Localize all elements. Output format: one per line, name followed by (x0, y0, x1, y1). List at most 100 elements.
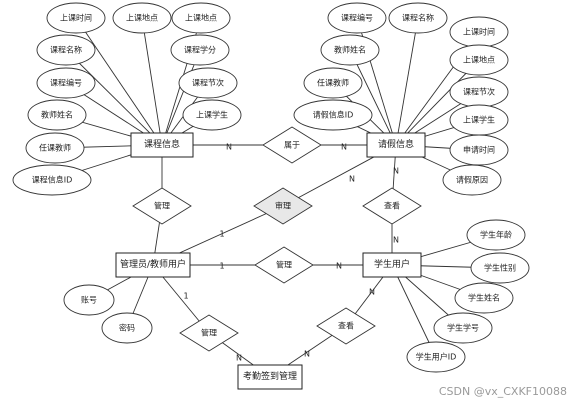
relationship-approve (253, 187, 313, 225)
cardinality-approve-leave: N (349, 175, 355, 184)
student-attribute-label: 学生姓名 (468, 293, 500, 303)
admin-attribute-label: 账号 (81, 296, 97, 305)
course-attr-link (75, 17, 163, 146)
relationship-view-attendance (316, 307, 376, 345)
course-attribute-oval (112, 2, 172, 34)
course-attribute-oval (12, 164, 92, 196)
course-attribute-label: 教师姓名 (41, 110, 73, 120)
relationship-label: 审理 (275, 201, 291, 211)
leave-attribute-label: 上课学生 (463, 115, 495, 125)
admin-attribute-oval (63, 284, 115, 316)
leave-attribute-oval (388, 2, 448, 34)
course-attribute-label: 上课地点 (185, 13, 217, 23)
entity-label: 管理员/教师用户 (120, 258, 186, 270)
watermark: CSDN @vx_CXKF10088 (438, 385, 567, 398)
entity-label: 考勤签到管理 (243, 370, 297, 382)
course-attr-link (161, 49, 201, 146)
course-attribute-label: 上课地点 (126, 13, 158, 23)
entity-label: 课程信息 (144, 138, 180, 150)
student-attribute-oval (433, 312, 493, 344)
leave-attribute-oval (320, 34, 380, 66)
relationship-belong (262, 126, 322, 164)
leave-attribute-oval (327, 2, 387, 34)
relationship-label: 管理 (276, 260, 292, 270)
leave-attribute-label: 任课教师 (317, 78, 349, 88)
student-attribute-label: 学生学号 (447, 323, 479, 333)
leave-attribute-label: 教师姓名 (334, 45, 366, 55)
entity-course (130, 132, 194, 158)
cardinality-view-student: N (393, 236, 399, 245)
course-attribute-oval (25, 132, 85, 164)
admin-attribute-label: 密码 (119, 323, 135, 333)
relationship-manage-attendance (179, 314, 239, 352)
leave-attribute-label: 请假原因 (456, 175, 488, 185)
course-attribute-label: 任课教师 (39, 143, 71, 153)
student-attribute-label: 学生性别 (484, 263, 516, 273)
course-attribute-label: 课程学分 (184, 45, 216, 55)
relationship-label: 管理 (154, 201, 170, 211)
relationship-label: 属于 (284, 141, 300, 150)
entity-label: 请假信息 (378, 138, 414, 150)
course-attribute-label: 课程名称 (50, 45, 82, 55)
student-attribute-label: 学生年龄 (480, 230, 512, 240)
cardinality-attendance-right: N (304, 350, 310, 359)
leave-attribute-label: 课程编号 (341, 13, 373, 23)
entity-student (362, 252, 422, 278)
cardinality-admin-manage: 1 (219, 262, 224, 271)
leave-attr-link (349, 49, 397, 146)
cardinality-attendance-left: N (236, 354, 242, 363)
course-attribute-oval (36, 34, 96, 66)
leave-attribute-label: 上课时间 (463, 27, 495, 37)
student-attribute-oval (454, 282, 514, 314)
relationship-label: 查看 (384, 201, 400, 211)
student-attribute-oval (466, 219, 526, 251)
leave-attribute-label: 课程名称 (402, 13, 434, 23)
leave-attribute-oval (449, 44, 509, 76)
course-attribute-oval (171, 2, 231, 34)
course-attribute-label: 上课时间 (60, 13, 92, 23)
cardinality-admin-attendance: 1 (183, 292, 188, 301)
cardinality-course-belong: N (226, 143, 232, 152)
entity-label: 学生用户 (374, 258, 410, 270)
course-attribute-oval (36, 67, 96, 99)
student-attribute-label: 学生用户ID (416, 352, 457, 362)
relationship-view-leave (362, 187, 422, 225)
cardinality-admin-approve: 1 (219, 230, 224, 239)
course-attribute-label: 课程编号 (50, 78, 82, 88)
leave-attribute-label: 上课地点 (463, 55, 495, 65)
entity-leave (366, 132, 426, 158)
admin-attribute-oval (101, 312, 153, 344)
cardinality-student-view: N (369, 288, 375, 297)
relationship-manage-student (254, 246, 314, 284)
leave-attribute-label: 请假信息ID (313, 110, 354, 120)
course-attribute-oval (178, 67, 238, 99)
course-attribute-oval (46, 2, 106, 34)
leave-attr-link (395, 59, 480, 146)
course-attribute-label: 上课学生 (196, 110, 228, 120)
course-attr-link (141, 17, 163, 146)
student-attribute-oval (406, 341, 466, 373)
cardinality-leave-view: N (393, 167, 399, 176)
entity-attendance (237, 364, 303, 390)
leave-attribute-label: 课程节次 (463, 87, 495, 97)
attribute-ovals: 上课时间上课地点上课地点课程名称课程学分课程编号课程节次教师姓名上课学生任课教师… (12, 2, 530, 373)
student-attribute-oval (470, 252, 530, 284)
student-attr-link (391, 264, 437, 358)
course-attribute-label: 课程信息ID (32, 175, 73, 185)
course-attribute-label: 课程节次 (192, 78, 224, 88)
leave-attribute-oval (303, 67, 363, 99)
leave-attribute-label: 申请时间 (463, 145, 495, 155)
course-attribute-oval (170, 34, 230, 66)
relationship-label: 管理 (201, 328, 217, 338)
cardinality-belong-leave: N (341, 143, 347, 152)
leave-attribute-oval (293, 99, 373, 131)
entity-admin (115, 252, 191, 278)
relationship-label: 查看 (338, 321, 354, 331)
relationship-diamonds: 属于管理审理查看管理管理查看 (132, 126, 422, 352)
course-attribute-oval (182, 99, 242, 131)
leave-attr-link (395, 17, 419, 146)
cardinality-manage-student: N (336, 262, 342, 271)
